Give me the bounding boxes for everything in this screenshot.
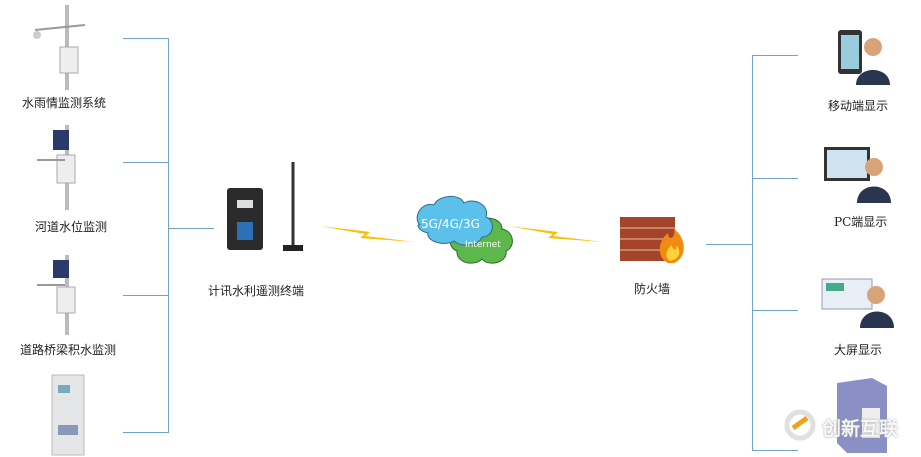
pc-user-icon — [824, 147, 891, 203]
connector — [123, 295, 169, 296]
connector — [123, 432, 169, 433]
node-label: 河道水位监测 — [35, 220, 108, 234]
connector — [752, 55, 798, 56]
node-label: 道路桥梁积水监测 — [20, 343, 117, 357]
cellular-label: 5G/4G/3G — [421, 217, 480, 231]
mobile-user-icon — [838, 30, 890, 85]
node-label: 计讯水利遥测终端 — [208, 284, 305, 298]
control-cabinet-icon — [51, 374, 85, 456]
big-screen-user-icon — [821, 278, 894, 328]
connector — [168, 228, 214, 229]
watermark: 创新互联 — [822, 418, 899, 440]
weather-station-icon — [33, 5, 86, 90]
connector — [752, 450, 798, 451]
server-icon — [837, 378, 887, 453]
solar-monitor-station-icon — [37, 255, 76, 335]
internet-label: Internet — [465, 240, 501, 250]
node-label: 水雨情监测系统 — [22, 96, 107, 110]
wireless-link-icon — [320, 226, 415, 242]
connector — [123, 38, 169, 39]
connector — [168, 38, 169, 433]
water-level-station-icon — [37, 125, 76, 210]
node-label: 防火墙 — [634, 282, 671, 296]
connector — [752, 178, 798, 179]
connector — [752, 310, 798, 311]
wireless-link-icon — [508, 226, 603, 242]
rtu-terminal-icon — [227, 162, 303, 251]
node-label: 大屏显示 — [834, 343, 883, 357]
connector — [752, 55, 753, 451]
watermark-logo-icon — [784, 409, 816, 441]
node-label: 移动端显示 — [828, 99, 889, 113]
connector — [706, 244, 753, 245]
node-label: PC端显示 — [834, 215, 888, 229]
connector — [123, 162, 169, 163]
firewall-icon — [620, 217, 684, 263]
cloud-icon — [416, 196, 513, 264]
